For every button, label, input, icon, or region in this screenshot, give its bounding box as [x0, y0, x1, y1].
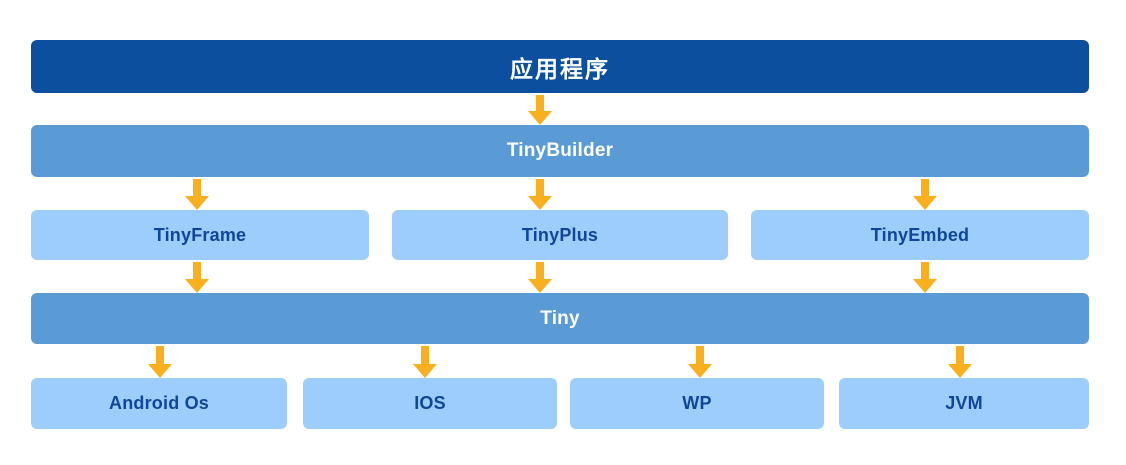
node-jvm: JVM [839, 378, 1089, 429]
arrow-tiny-to-ios [413, 346, 437, 378]
node-tinyembed-label: TinyEmbed [870, 224, 970, 245]
node-tinyplus: TinyPlus [392, 210, 728, 260]
node-application-label: 应用程序 [510, 55, 610, 82]
node-tiny-label: Tiny [540, 307, 580, 329]
arrow-tiny-to-jvm [948, 346, 972, 378]
node-ios: IOS [303, 378, 557, 429]
node-tinybuilder: TinyBuilder [31, 125, 1089, 177]
arrow-builder-to-tinyplus [528, 179, 552, 210]
arrow-builder-to-tinyembed [913, 179, 937, 210]
arrow-app-to-builder [528, 95, 552, 125]
node-android-os: Android Os [31, 378, 287, 429]
node-ios-label: IOS [414, 393, 446, 413]
arrow-tiny-to-wp [688, 346, 712, 378]
node-tiny: Tiny [31, 293, 1089, 344]
arrow-tinyembed-to-tiny [913, 262, 937, 293]
arrow-tinyframe-to-tiny [185, 262, 209, 293]
node-tinyplus-label: TinyPlus [521, 224, 599, 245]
node-tinyembed: TinyEmbed [751, 210, 1089, 260]
arrow-tiny-to-android [148, 346, 172, 378]
node-tinyframe: TinyFrame [31, 210, 369, 260]
node-wp: WP [570, 378, 824, 429]
arrow-tinyplus-to-tiny [528, 262, 552, 293]
node-jvm-label: JVM [945, 393, 983, 413]
node-android-os-label: Android Os [109, 393, 209, 413]
node-tinyframe-label: TinyFrame [153, 224, 247, 245]
node-application: 应用程序 [31, 40, 1089, 93]
node-tinybuilder-label: TinyBuilder [506, 140, 614, 161]
node-wp-label: WP [682, 393, 712, 413]
arrow-builder-to-tinyframe [185, 179, 209, 210]
